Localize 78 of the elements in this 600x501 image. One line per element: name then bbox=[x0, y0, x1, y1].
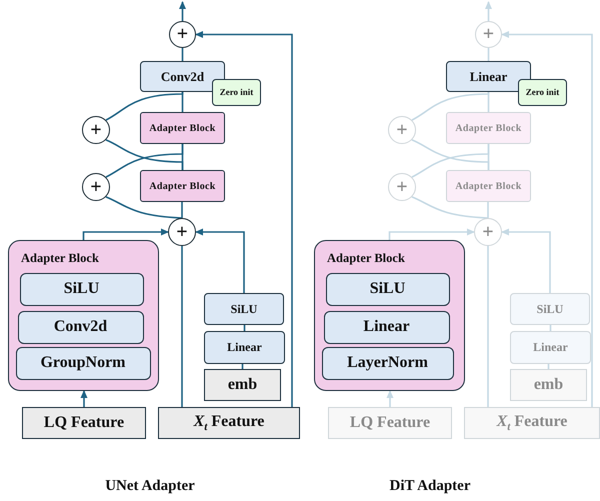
connector-arrow bbox=[501, 31, 593, 407]
connector-arrow bbox=[388, 228, 475, 240]
plus-sign: + bbox=[90, 118, 102, 142]
sum-node bbox=[388, 116, 416, 144]
input-box bbox=[464, 407, 600, 439]
adapter-block-panel bbox=[8, 240, 159, 391]
connector-arrow bbox=[179, 1, 186, 21]
node-label: Adapter Block bbox=[455, 122, 522, 134]
node-label: GroupNorm bbox=[40, 354, 126, 372]
adapter-block bbox=[140, 170, 225, 202]
input-box bbox=[22, 407, 146, 439]
layer-box bbox=[322, 346, 454, 380]
embedding-box bbox=[510, 369, 587, 401]
plus-sign: + bbox=[90, 176, 102, 198]
panel-title: UNet Adapter bbox=[105, 478, 195, 495]
connector-arrow bbox=[501, 228, 551, 293]
layer-box bbox=[204, 293, 284, 325]
plus-sign: + bbox=[396, 118, 408, 142]
input-box bbox=[328, 407, 452, 439]
connector-arrow bbox=[82, 228, 169, 240]
node-label: SiLU bbox=[370, 280, 406, 298]
node-label: LayerNorm bbox=[347, 354, 428, 372]
sum-node bbox=[168, 218, 196, 246]
layer-box bbox=[326, 272, 450, 306]
node-label: Conv2d bbox=[54, 318, 108, 336]
layer-box bbox=[324, 310, 450, 344]
node-label: Linear bbox=[363, 318, 410, 336]
connector-arrow bbox=[195, 228, 245, 293]
node-label: X$_{t}$ Feature bbox=[194, 412, 264, 434]
init-tag bbox=[212, 79, 261, 106]
plus-sign: + bbox=[482, 220, 494, 244]
connector-arrow bbox=[485, 1, 492, 21]
node-label: Zero init bbox=[526, 87, 560, 98]
node-label: Conv2d bbox=[160, 68, 204, 84]
node-label: Linear bbox=[470, 68, 508, 84]
layer-box bbox=[204, 331, 285, 364]
node-label: Adapter Block bbox=[149, 122, 216, 134]
node-label: SiLU bbox=[64, 280, 100, 298]
sum-node bbox=[82, 116, 110, 144]
adapter-block bbox=[446, 170, 531, 202]
sum-node bbox=[169, 21, 196, 48]
connector-arrow bbox=[386, 390, 394, 407]
sum-node bbox=[388, 173, 416, 201]
node-label: SiLU bbox=[536, 302, 564, 316]
layer-box bbox=[20, 272, 144, 306]
sum-node bbox=[475, 21, 502, 48]
layer-box bbox=[16, 346, 150, 380]
adapter-block-panel bbox=[314, 240, 465, 391]
node-label: LQ Feature bbox=[44, 414, 124, 432]
node-label: Zero init bbox=[220, 87, 254, 98]
node-label: Linear bbox=[533, 340, 568, 355]
plus-sign: + bbox=[482, 23, 494, 46]
sum-node bbox=[82, 173, 110, 201]
node-label: X$_{t}$ Feature bbox=[496, 412, 568, 434]
layer-box bbox=[18, 310, 144, 344]
node-label: emb bbox=[534, 376, 564, 394]
node-label: SiLU bbox=[230, 302, 258, 316]
adapter-block bbox=[140, 112, 225, 144]
plus-sign: + bbox=[396, 176, 408, 198]
connector-arrow bbox=[80, 390, 88, 407]
adapter-block bbox=[446, 112, 531, 144]
panel-title: DiT Adapter bbox=[390, 478, 470, 495]
block-title: Adapter Block bbox=[327, 251, 405, 266]
init-tag bbox=[518, 79, 567, 106]
layer-box bbox=[510, 293, 590, 325]
node-label: emb bbox=[228, 376, 258, 394]
plus-sign: + bbox=[176, 220, 188, 244]
connector-arrow bbox=[195, 31, 293, 407]
block-title: Adapter Block bbox=[21, 251, 99, 266]
input-box bbox=[158, 407, 300, 439]
node-label: Adapter Block bbox=[455, 180, 522, 192]
layer-box bbox=[510, 331, 591, 364]
embedding-box bbox=[204, 369, 281, 401]
plus-sign: + bbox=[176, 23, 188, 46]
sum-node bbox=[474, 218, 502, 246]
node-label: Adapter Block bbox=[149, 180, 216, 192]
node-label: LQ Feature bbox=[350, 414, 430, 432]
node-label: Linear bbox=[227, 340, 262, 355]
